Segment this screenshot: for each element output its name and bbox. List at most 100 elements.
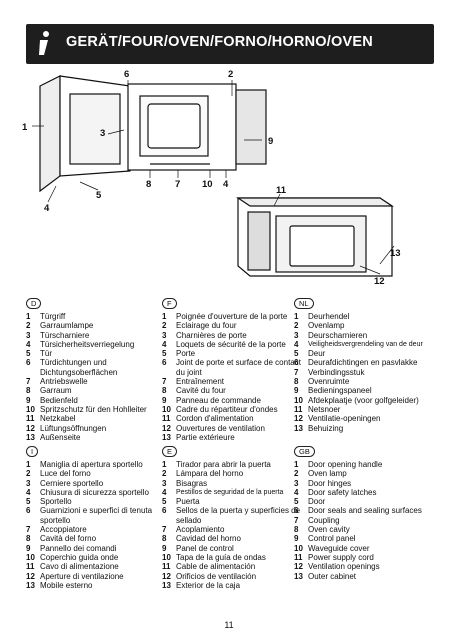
item-label: Door safety latches: [308, 487, 377, 497]
item-label: Door seals and sealing surfaces: [308, 506, 422, 516]
list-item: 1 Deurhendel: [294, 312, 444, 321]
item-label: Guarnizioni e superfici di tenuta sporte…: [40, 506, 153, 525]
item-number: 13: [26, 580, 35, 590]
item-number: 10: [162, 552, 171, 562]
item-number: 6: [294, 506, 299, 516]
item-number: 10: [294, 395, 303, 405]
item-number: 5: [26, 349, 31, 359]
item-label: Coperchio guida onde: [40, 552, 119, 562]
item-number: 11: [162, 562, 171, 572]
item-number: 3: [26, 478, 31, 488]
item-label: Deurhendel: [308, 312, 350, 321]
lang-badge: GB: [294, 446, 315, 457]
item-label: Deur: [308, 349, 326, 359]
item-label: Panneau de commande: [176, 395, 261, 405]
item-label: Bedienfeld: [40, 395, 78, 405]
item-label: Joint de porte et surface de contact du …: [176, 358, 301, 377]
item-label: Lámpara del horno: [176, 469, 244, 479]
item-label: Cavo di alimentazione: [40, 562, 119, 572]
item-label: Garraumlampe: [40, 321, 94, 331]
list-item: 1 Poignée d'ouverture de la porte: [162, 312, 302, 321]
page-title: GERÄT/FOUR/OVEN/FORNO/HORNO/OVEN: [66, 34, 373, 50]
item-number: 1: [162, 312, 167, 321]
item-label: Mobile esterno: [40, 580, 93, 590]
item-label: Puerta: [176, 497, 200, 507]
item-number: 8: [294, 525, 299, 535]
item-label: Ovenruimte: [308, 377, 350, 387]
oven-diagram: 1 6 2 3 9 8 7 10 4 5 4 11 13 12: [22, 69, 401, 287]
item-label: Tür: [40, 349, 52, 359]
page-number: 11: [224, 620, 234, 630]
item-label: Veiligheidsvergrendeling van de deur: [308, 340, 423, 348]
item-number: 7: [294, 515, 299, 525]
item-number: 5: [162, 349, 167, 359]
item-number: 9: [162, 395, 167, 405]
item-label: Door opening handle: [308, 460, 383, 469]
item-label: Lüftungsöffnungen: [40, 423, 107, 433]
info-icon: [39, 31, 49, 55]
item-number: 2: [26, 321, 31, 331]
item-number: 9: [26, 543, 31, 553]
item-label: Sportello: [40, 497, 72, 507]
item-number: 1: [294, 312, 299, 321]
item-number: 12: [294, 414, 303, 424]
item-number: 7: [26, 525, 31, 535]
list-item: 7 Entraînement: [162, 377, 302, 386]
lang-badge: NL: [294, 298, 314, 309]
item-label: Ovenlamp: [308, 321, 345, 331]
item-label: Poignée d'ouverture de la porte: [176, 312, 288, 321]
item-number: 3: [294, 478, 299, 488]
list-item: 5 Puerta: [162, 497, 302, 506]
item-number: 2: [162, 321, 167, 331]
item-number: 5: [26, 497, 31, 507]
callout-13: 13: [390, 248, 401, 259]
item-number: 2: [162, 469, 167, 479]
list-item: 1 Maniglia di apertura sportello: [26, 460, 166, 469]
item-label: Entraînement: [176, 377, 225, 387]
item-number: 7: [162, 525, 167, 535]
item-number: 5: [294, 497, 299, 507]
item-number: 4: [162, 339, 167, 349]
item-label: Netsnoer: [308, 404, 341, 414]
item-number: 3: [162, 330, 167, 340]
item-number: 13: [294, 571, 303, 581]
item-number: 13: [294, 423, 303, 433]
item-label: Orificios de ventilación: [176, 571, 257, 581]
item-number: 1: [26, 460, 31, 469]
item-number: 7: [26, 377, 31, 387]
item-number: 7: [162, 377, 167, 387]
oven-rear-illustration: [236, 197, 394, 277]
item-label: Verbindingsstuk: [308, 367, 365, 377]
item-label: Maniglia di apertura sportello: [40, 460, 143, 469]
